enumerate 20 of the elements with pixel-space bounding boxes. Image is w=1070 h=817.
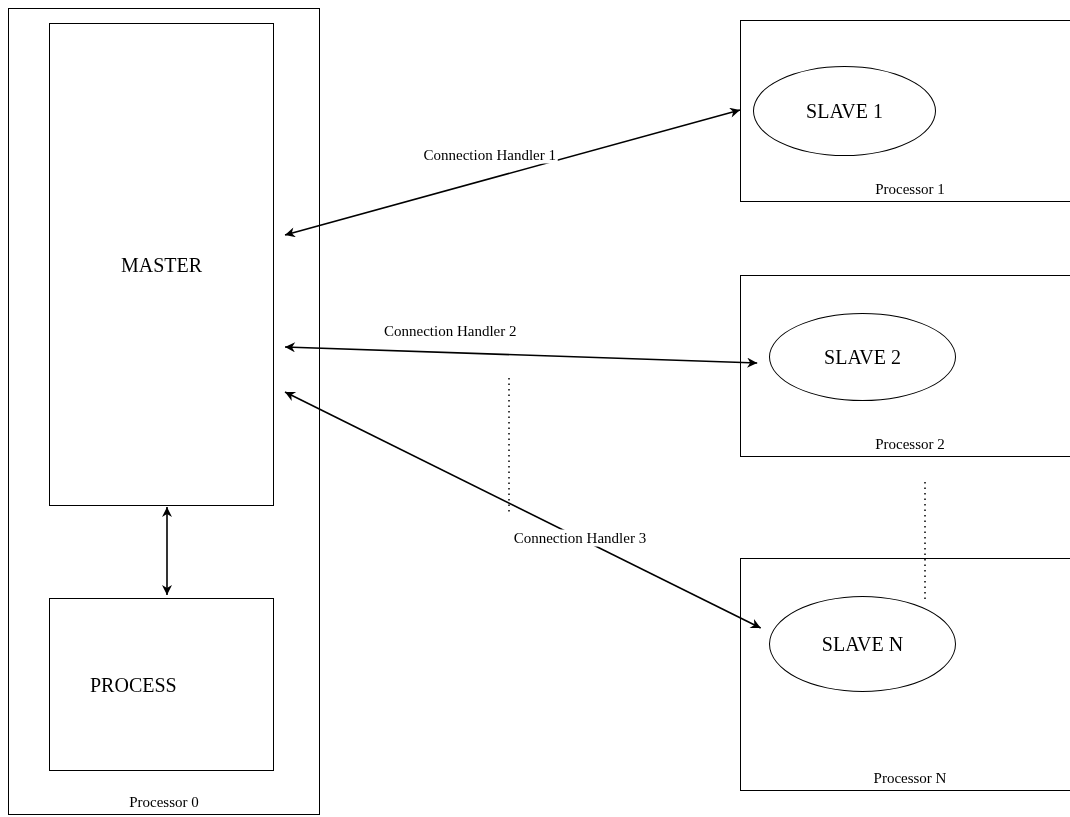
arrow xyxy=(284,391,762,629)
process-box xyxy=(49,598,274,771)
node-label: MASTER xyxy=(119,253,204,276)
node-label: SLAVE N xyxy=(820,632,905,656)
edge-label: Connection Handler 3 xyxy=(511,529,649,547)
processor-box xyxy=(740,275,1070,457)
arrow xyxy=(284,342,758,368)
arrow xyxy=(284,107,741,238)
processor-label: Processor N xyxy=(872,770,948,787)
node-label: SLAVE 1 xyxy=(805,99,884,123)
processor-label: Processor 2 xyxy=(874,436,946,453)
node-label: PROCESS xyxy=(89,673,178,696)
node-label: SLAVE 2 xyxy=(823,345,902,369)
arrow xyxy=(162,506,172,596)
processor-label: Processor 0 xyxy=(128,794,200,811)
processor-box xyxy=(740,20,1070,202)
process-box xyxy=(49,23,274,506)
processor-box xyxy=(8,8,320,815)
processor-box xyxy=(740,558,1070,791)
processor-label: Processor 1 xyxy=(874,181,946,198)
